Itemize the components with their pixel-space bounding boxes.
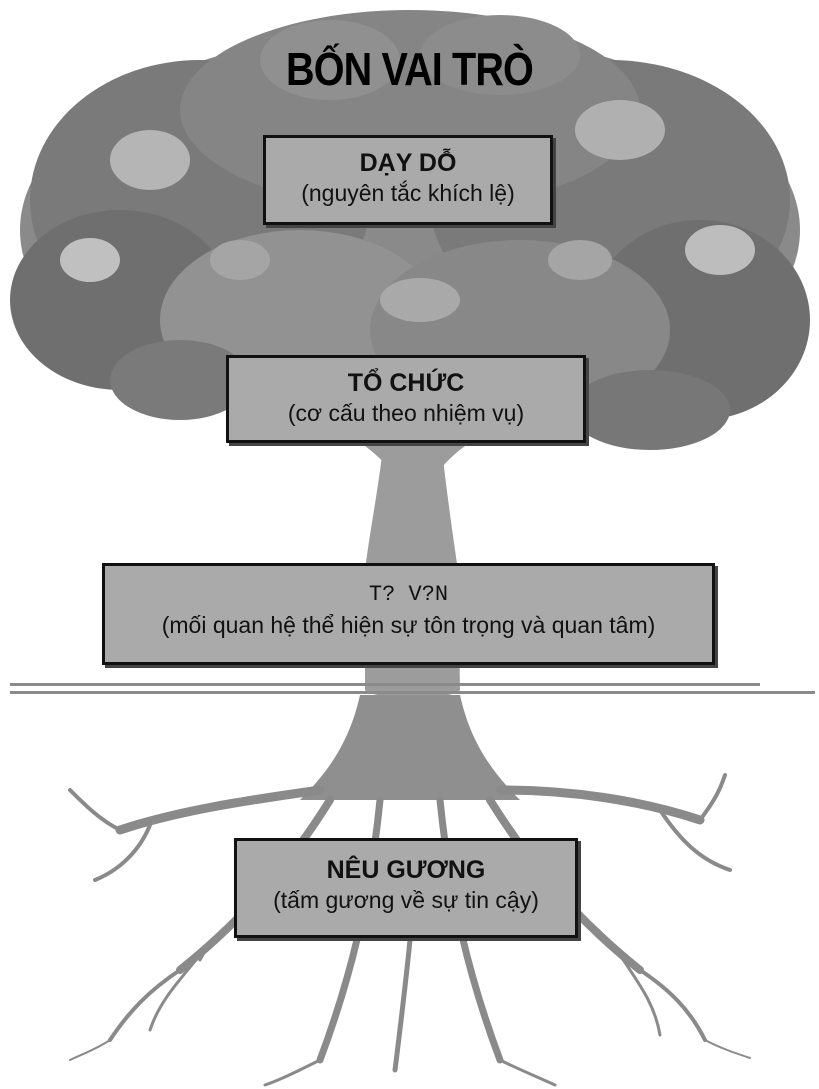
role-box-organizing: TỔ CHỨC (cơ cấu theo nhiệm vụ)	[226, 355, 586, 443]
ground-line-lower	[10, 691, 815, 694]
role-heading: NÊU GƯƠNG	[326, 856, 486, 884]
role-heading: DẠY DỖ	[359, 149, 457, 177]
ground-line-upper	[10, 683, 760, 686]
diagram-title: BỐN VAI TRÒ	[286, 43, 534, 95]
role-description: (tấm gương về sự tin cậy)	[273, 887, 539, 913]
role-box-advising: T? V?N (mối quan hệ thể hiện sự tôn trọn…	[102, 563, 715, 665]
role-heading: TỔ CHỨC	[347, 369, 465, 397]
root-base	[300, 695, 520, 800]
role-box-teaching: DẠY DỖ (nguyên tắc khích lệ)	[263, 135, 553, 225]
role-box-modeling: NÊU GƯƠNG (tấm gương về sự tin cậy)	[234, 838, 578, 938]
role-description: (cơ cấu theo nhiệm vụ)	[287, 400, 525, 426]
role-heading: T? V?N	[368, 582, 449, 607]
role-description: (mối quan hệ thể hiện sự tôn trọng và qu…	[161, 612, 656, 638]
role-description: (nguyên tắc khích lệ)	[301, 180, 515, 206]
